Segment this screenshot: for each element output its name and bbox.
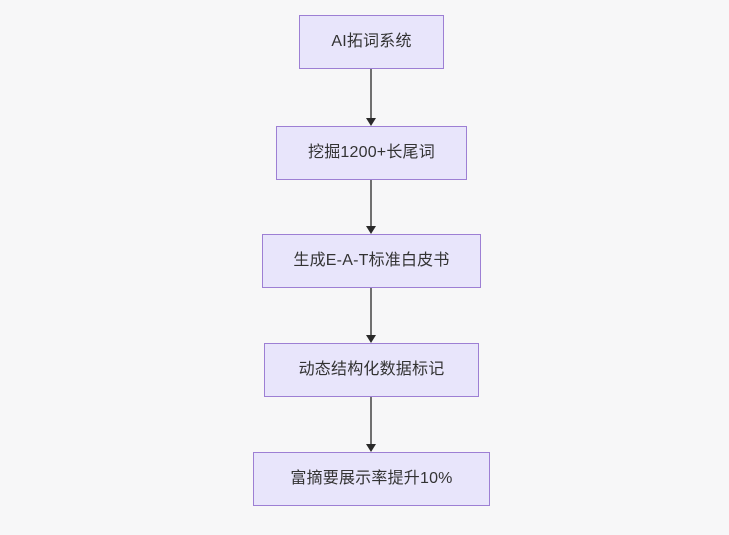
arrowhead-icon bbox=[366, 118, 376, 126]
arrowhead-icon bbox=[366, 226, 376, 234]
flow-node-label: AI拓词系统 bbox=[331, 33, 412, 50]
arrowhead-icon bbox=[366, 444, 376, 452]
flow-node-n3[interactable]: 生成E-A-T标准白皮书 bbox=[262, 234, 481, 288]
flow-connector bbox=[366, 396, 376, 452]
flow-node-label: 挖掘1200+长尾词 bbox=[308, 144, 435, 161]
flow-connector bbox=[366, 288, 376, 343]
flow-node-n1[interactable]: AI拓词系统 bbox=[299, 15, 444, 69]
flow-connector bbox=[366, 180, 376, 234]
flow-node-label: 生成E-A-T标准白皮书 bbox=[293, 252, 450, 269]
flow-connector bbox=[366, 69, 376, 126]
flow-node-label: 动态结构化数据标记 bbox=[298, 361, 445, 378]
flow-node-label: 富摘要展示率提升10% bbox=[290, 470, 453, 487]
flow-node-n4[interactable]: 动态结构化数据标记 bbox=[264, 343, 479, 397]
flow-node-n2[interactable]: 挖掘1200+长尾词 bbox=[276, 126, 467, 180]
arrowhead-icon bbox=[366, 335, 376, 343]
flow-node-n5[interactable]: 富摘要展示率提升10% bbox=[253, 452, 490, 506]
